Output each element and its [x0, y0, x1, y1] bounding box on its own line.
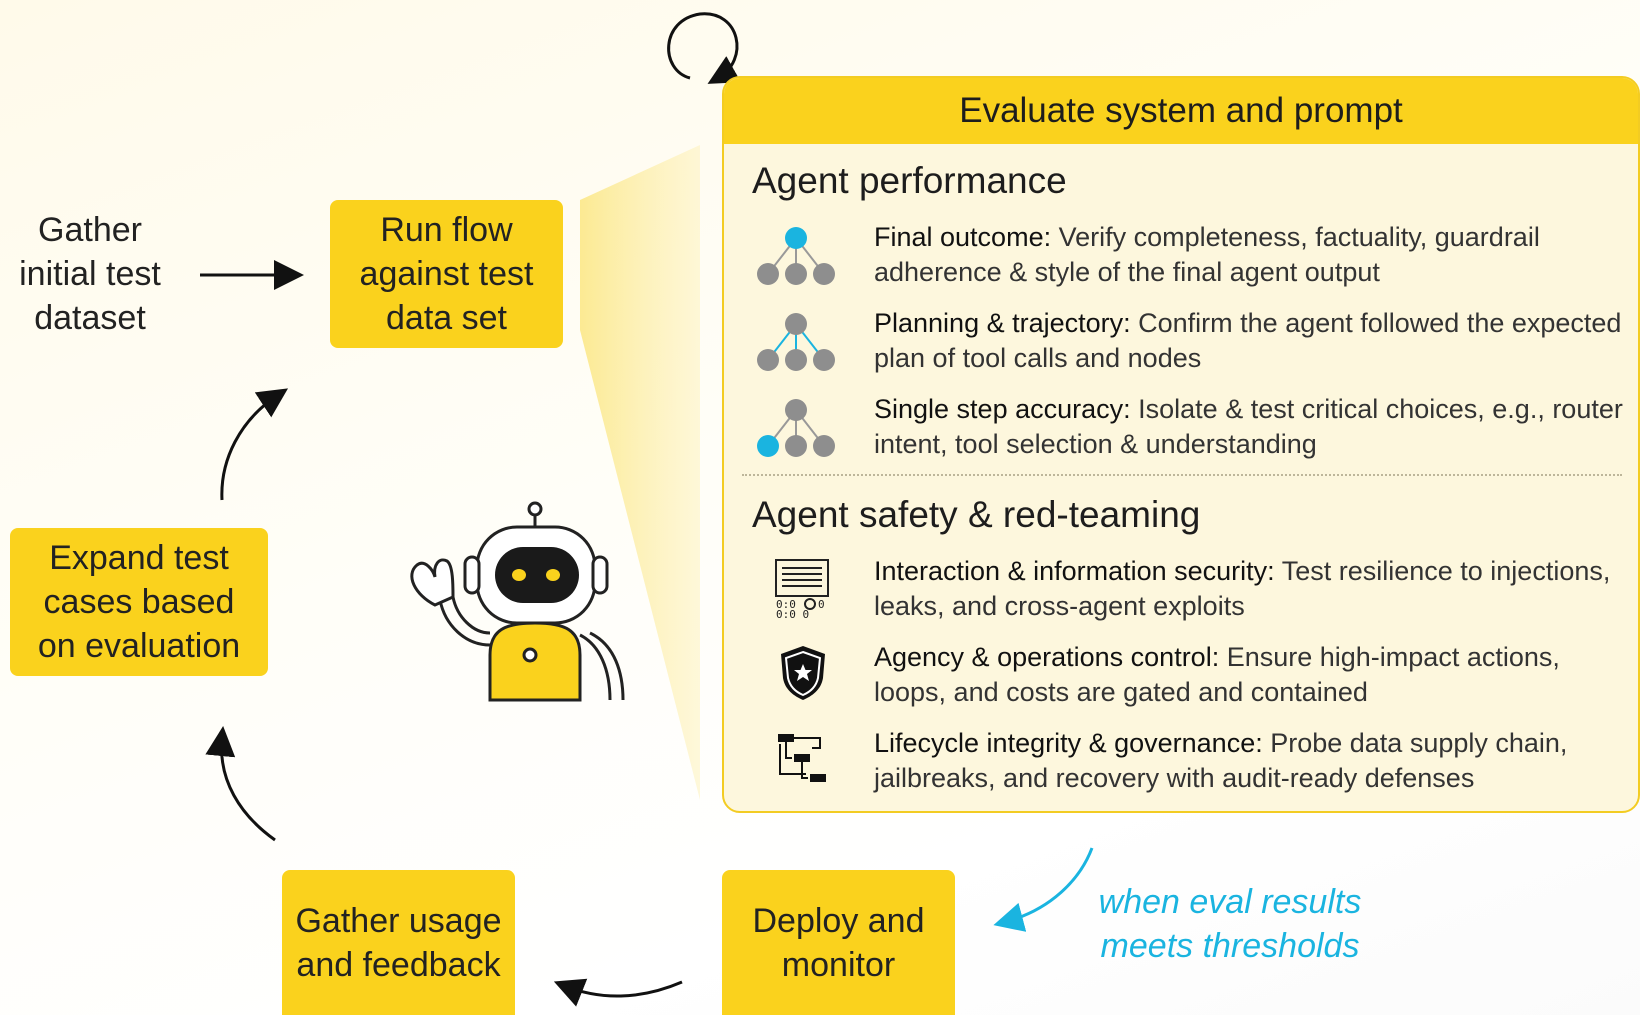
arrow-expand-to-run	[220, 388, 289, 501]
panel-title: Evaluate system and prompt	[724, 78, 1638, 144]
svg-text:0:0: 0:0	[776, 598, 796, 611]
arrow-deploy-to-usage	[553, 978, 683, 1007]
robot-illustration	[410, 501, 625, 702]
item-single-step-label: Single step accuracy:	[874, 394, 1131, 424]
item-agency-control: Agency & operations control: Ensure high…	[874, 640, 1624, 710]
node-run-flow-label: Run flow against test data set	[359, 211, 534, 337]
svg-text:0: 0	[818, 598, 825, 611]
arrow-threshold	[993, 847, 1094, 932]
node-gather-usage-label: Gather usage and feedback	[295, 901, 502, 984]
node-deploy-monitor: Deploy and monitor	[722, 870, 955, 1015]
item-final-outcome: Final outcome: Verify completeness, fact…	[874, 220, 1624, 290]
arrow-usage-to-expand	[205, 726, 276, 842]
item-planning-label: Planning & trajectory:	[874, 308, 1131, 338]
section-divider	[742, 474, 1622, 476]
node-expand-label: Expand test cases based on evaluation	[37, 539, 241, 665]
item-planning-text: Confirm the agent followed the expected …	[874, 308, 1622, 373]
item-single-step: Single step accuracy: Isolate & test cri…	[874, 392, 1624, 462]
tree-edges-highlight-icon	[757, 313, 835, 371]
item-final-outcome-label: Final outcome:	[874, 222, 1052, 252]
svg-text:0:0 0: 0:0 0	[776, 608, 809, 618]
node-expand-test-cases: Expand test cases based on evaluation	[10, 528, 268, 676]
binary-code-gear-icon: 0:0 0 0:0 0	[775, 559, 829, 618]
item-interaction-security: Interaction & information security: Test…	[874, 554, 1624, 624]
item-single-step-text: Isolate & test critical choices, e.g., r…	[874, 394, 1623, 459]
threshold-note: when eval results meets thresholds	[1098, 883, 1362, 965]
section-title-safety: Agent safety & red-teaming	[752, 494, 1201, 535]
item-agency-text: Ensure high-impact actions, loops, and c…	[874, 642, 1560, 707]
item-lifecycle-text: Probe data supply chain, jailbreaks, and…	[874, 728, 1568, 793]
tree-leaf-highlight-icon	[757, 399, 835, 457]
section-title-performance: Agent performance	[752, 160, 1067, 201]
node-gather-usage: Gather usage and feedback	[282, 870, 515, 1015]
item-security-label: Interaction & information security:	[874, 556, 1275, 586]
item-security-text: Test resilience to injections, leaks, an…	[874, 556, 1611, 621]
self-loop-arrow	[667, 12, 742, 84]
workflow-flow-icon	[778, 734, 826, 782]
shield-star-icon	[781, 646, 825, 700]
tree-root-highlight-icon	[757, 227, 835, 285]
node-run-flow: Run flow against test data set	[330, 200, 563, 348]
item-planning-trajectory: Planning & trajectory: Confirm the agent…	[874, 306, 1624, 376]
evaluation-panel: Evaluate system and prompt Agent perform…	[722, 76, 1640, 813]
item-lifecycle-governance: Lifecycle integrity & governance: Probe …	[874, 726, 1624, 796]
item-lifecycle-label: Lifecycle integrity & governance:	[874, 728, 1263, 758]
item-agency-label: Agency & operations control:	[874, 642, 1220, 672]
item-final-outcome-text: Verify completeness, factuality, guardra…	[874, 222, 1540, 287]
node-deploy-label: Deploy and monitor	[752, 901, 925, 984]
node-gather-initial-dataset: Gather initial test dataset	[19, 211, 161, 337]
